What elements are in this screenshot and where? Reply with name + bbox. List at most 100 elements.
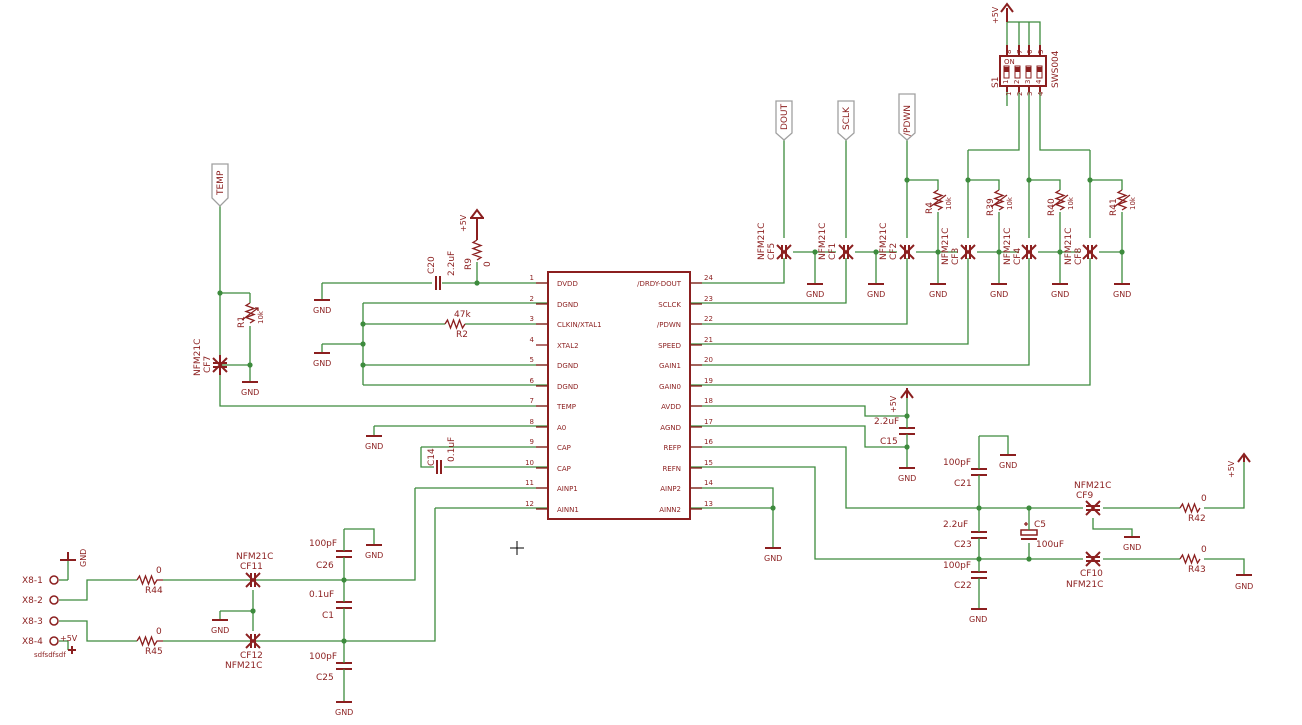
gnd-symbol: GND	[1123, 536, 1141, 552]
ferrite-cf5[interactable]: NFM21C CF5	[757, 223, 792, 260]
ferrite-cf4[interactable]: NFM21C CF4	[1003, 228, 1037, 265]
ic-pin[interactable]: 22/PDWN	[657, 315, 713, 329]
svg-text:R43: R43	[1188, 565, 1206, 575]
svg-text:C1: C1	[322, 611, 334, 621]
svg-text:ON: ON	[1004, 58, 1015, 66]
resistor-r4[interactable]: R4 10k	[925, 189, 953, 214]
capacitor-c23[interactable]: 2.2uF C23	[943, 520, 987, 550]
capacitor-c14[interactable]: C14 0.1uF	[427, 437, 457, 474]
resistor-r42[interactable]: 0 R42	[1179, 494, 1207, 524]
svg-text:NFM21C: NFM21C	[818, 223, 828, 260]
capacitor-c22[interactable]: 100pF C22	[943, 561, 987, 591]
ferrite-cf7[interactable]: NFM21C CF7	[193, 339, 228, 376]
svg-text:100pF: 100pF	[309, 539, 337, 549]
dip-switch-s1[interactable]: ON 8 7 6 5 1 2 3 4 1 2 3 4 S1 SWS004	[991, 45, 1061, 96]
ferrite-cf2[interactable]: NFM21C CF2	[879, 223, 915, 260]
svg-text:R44: R44	[145, 586, 163, 596]
capacitor-c20[interactable]: C20 2.2uF	[427, 251, 457, 290]
ic-pin-name: CLKIN/XTAL1	[557, 321, 602, 329]
resistor-r41[interactable]: R41 10k	[1109, 189, 1137, 216]
ic-pin-name: REFP	[663, 444, 681, 452]
svg-text:C21: C21	[954, 479, 972, 489]
svg-text:R1: R1	[237, 316, 247, 328]
resistor-r44[interactable]: 0 R44	[136, 566, 163, 596]
svg-text:GND: GND	[898, 474, 916, 483]
capacitor-c1[interactable]: 0.1uF C1	[309, 590, 352, 621]
ferrite-cf12[interactable]: CF12 NFM21C	[225, 633, 263, 671]
resistor-r1[interactable]: R1 10k	[237, 302, 265, 328]
svg-text:0: 0	[483, 261, 493, 267]
svg-text:C5: C5	[1034, 520, 1046, 530]
svg-text:GND: GND	[365, 442, 383, 451]
capacitor-c15[interactable]: 2.2uF C15	[874, 417, 915, 447]
ferrite-cf3[interactable]: NFM21C CF3	[941, 228, 976, 265]
ic-pin-number: 21	[704, 336, 713, 344]
ferrite-cf11[interactable]: NFM21C CF11	[236, 552, 273, 588]
svg-text:CF7: CF7	[203, 356, 213, 373]
ic-pin-number: 15	[704, 459, 713, 467]
svg-text:3: 3	[1026, 92, 1034, 96]
net-flag-dout[interactable]: DOUT	[775, 100, 793, 141]
connector-x8[interactable]: X8-1 X8-2 X8-3 X8-4 sdfsdfsdf	[22, 575, 66, 659]
resistor-r9[interactable]: R9 0	[464, 239, 493, 270]
svg-text:0: 0	[1201, 494, 1207, 504]
ic-pin[interactable]: 8A0	[530, 418, 567, 432]
resistor-r43[interactable]: 0 R43	[1179, 545, 1207, 575]
net-flag-pdwn[interactable]: /PDWN	[898, 93, 916, 141]
svg-text:CF2: CF2	[889, 243, 899, 260]
ic-pin-number: 16	[704, 438, 713, 446]
gnd-symbol: GND	[990, 283, 1008, 299]
resistor-r45[interactable]: 0 R45	[136, 627, 163, 657]
svg-text:GND: GND	[211, 626, 229, 635]
svg-text:CF1: CF1	[828, 243, 838, 260]
gnd-symbol: GND	[335, 701, 353, 717]
ic-pin-number: 12	[525, 500, 534, 508]
svg-text:GND: GND	[969, 615, 987, 624]
capacitor-c26[interactable]: 100pF C26	[309, 539, 352, 571]
ic-pin[interactable]: 24/DRDY-DOUT	[637, 274, 713, 288]
ferrite-cf8[interactable]: NFM21C CF8	[1064, 228, 1098, 265]
ic-pin-number: 18	[704, 397, 713, 405]
resistor-r2[interactable]: 47k R2	[444, 310, 471, 340]
capacitor-c25[interactable]: 100pF C25	[309, 652, 352, 683]
resistor-r40[interactable]: R40 10k	[1047, 189, 1075, 216]
svg-text:GND: GND	[365, 551, 383, 560]
net-flag-sclk[interactable]: SCLK	[837, 100, 855, 141]
ic-pin-number: 5	[530, 356, 534, 364]
ferrite-cf10[interactable]: CF10 NFM21C	[1066, 551, 1103, 590]
capacitor-c21[interactable]: 100pF C21	[943, 458, 987, 489]
svg-text:GND: GND	[764, 554, 782, 563]
resistor-r39[interactable]: R39 10k	[986, 189, 1014, 216]
svg-text:GND: GND	[335, 708, 353, 717]
supply-symbols: +5V +5V +5V +5V +5V	[60, 2, 1251, 654]
capacitor-c5[interactable]: C5 100uF	[1020, 520, 1064, 550]
ferrite-cf1[interactable]: NFM21C CF1	[818, 223, 854, 260]
gnd-symbol: GND	[969, 608, 987, 624]
svg-text:1: 1	[1002, 80, 1010, 84]
net-flag-temp[interactable]: TEMP	[211, 163, 229, 207]
ferrite-cf9[interactable]: NFM21C CF9	[1074, 481, 1111, 516]
